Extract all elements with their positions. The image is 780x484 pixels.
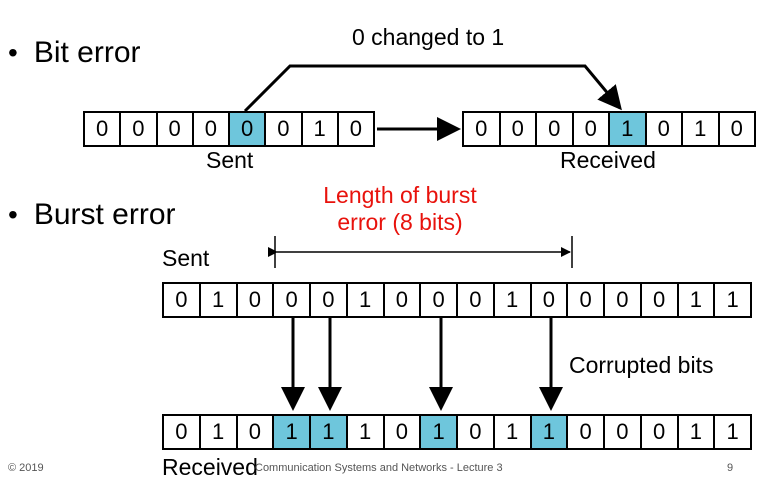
bit-error-received-label: Received xyxy=(560,147,656,173)
bullet-icon: • xyxy=(8,199,18,230)
burst-length-label-line2: error (8 bits) xyxy=(337,209,463,235)
bit-cell: 0 xyxy=(647,113,683,145)
bullet-icon: • xyxy=(8,37,18,68)
bit-cell: 0 xyxy=(164,284,201,316)
bit-cell: 0 xyxy=(605,284,642,316)
bit-cell: 0 xyxy=(501,113,537,145)
burst-received-label: Received xyxy=(162,454,258,480)
bit-cell-changed: 1 xyxy=(531,416,569,448)
bit-cell: 1 xyxy=(726,419,739,444)
bit-cell-changed: 0 xyxy=(230,113,267,145)
bit-cell: 0 xyxy=(532,284,569,316)
corrupted-bits-label: Corrupted bits xyxy=(569,352,714,378)
bit-cell: 0 xyxy=(238,416,275,448)
bit-cell: 0 xyxy=(311,284,348,316)
bit-cell-changed: 1 xyxy=(274,416,311,448)
bit-cell-changed: 1 xyxy=(610,113,647,145)
bit-cell: 0 xyxy=(537,113,574,145)
bit-cell: 1 xyxy=(495,284,532,316)
bit-cell: 0 xyxy=(158,113,194,145)
bit-cell-changed: 1 xyxy=(421,416,458,448)
burst-sent-label: Sent xyxy=(162,245,210,271)
bit-cell: 1 xyxy=(303,113,339,145)
bit-cell: 0 xyxy=(164,416,201,448)
bit-cell: 0 xyxy=(194,113,230,145)
bit-cell: 0 xyxy=(421,284,458,316)
bit-cell: 0 xyxy=(605,416,642,448)
bit-cell-changed: 1 xyxy=(311,416,348,448)
bit-cell: 0 xyxy=(642,416,679,448)
bit-cell: 0 xyxy=(730,116,743,141)
bit-cell: 0 xyxy=(385,416,422,448)
bit-cell: 0 xyxy=(121,113,158,145)
bit-cell: 0 xyxy=(574,113,610,145)
bit-cell: 0 xyxy=(642,284,679,316)
bit-cell: 1 xyxy=(726,287,739,312)
bit-cell: 0 xyxy=(238,284,275,316)
bit-cell: 1 xyxy=(201,284,238,316)
bit-cell: 0 xyxy=(458,284,495,316)
footer-course: Communication Systems and Networks - Lec… xyxy=(255,462,503,474)
bit-cell: 1 xyxy=(679,416,716,448)
changed-bit-arrow xyxy=(243,64,622,113)
bit-cell: 0 xyxy=(464,113,501,145)
bit-cell: 0 xyxy=(274,284,311,316)
bit-cell: 0 xyxy=(458,416,495,448)
bit-cell: 0 xyxy=(349,116,362,141)
bit-cell: 1 xyxy=(348,284,385,316)
bit-error-heading: • Bit error xyxy=(8,36,141,70)
bit-error-title: Bit error xyxy=(33,36,141,69)
bit-cell: 0 xyxy=(385,284,422,316)
bit-error-sent-label: Sent xyxy=(206,147,254,173)
bit-cell: 0 xyxy=(266,113,303,145)
burst-error-heading: • Burst error xyxy=(8,198,176,232)
burst-length-label-line1: Length of burst xyxy=(323,182,477,208)
bit-cell: 1 xyxy=(348,416,385,448)
bit-error-annotation: 0 changed to 1 xyxy=(352,24,505,50)
bit-cell: 0 xyxy=(85,113,122,145)
bit-cell: 0 xyxy=(568,284,605,316)
bit-cell: 1 xyxy=(201,416,238,448)
bit-cell: 1 xyxy=(495,416,532,448)
bit-cell: 1 xyxy=(683,113,720,145)
footer-copyright: © 2019 xyxy=(8,462,44,474)
bit-cell: 1 xyxy=(679,284,716,316)
burst-error-title: Burst error xyxy=(33,198,176,231)
footer-page-number: 9 xyxy=(727,462,734,474)
bit-cell: 0 xyxy=(568,416,605,448)
